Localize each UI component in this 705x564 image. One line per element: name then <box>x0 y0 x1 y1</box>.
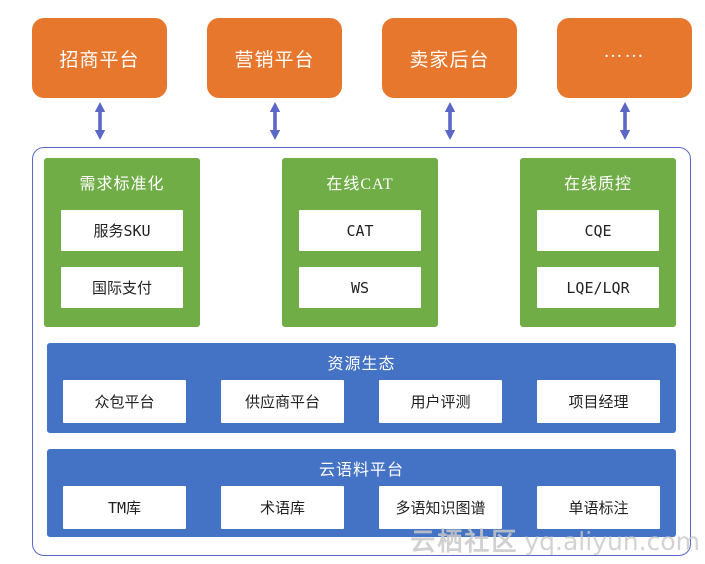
platform-box-merchant-recruitment: 招商平台 <box>32 18 167 98</box>
connector-arrows-row <box>32 102 692 140</box>
platform-label: 招商平台 <box>59 49 140 71</box>
bidirectional-arrow-icon <box>619 102 630 140</box>
module-item: CQE <box>537 210 659 251</box>
panel-item: 项目经理 <box>537 380 660 423</box>
module-item: WS <box>299 267 421 308</box>
translation-platform-container: 需求标准化 服务SKU 国际支付 在线CAT CAT WS 在线质控 CQE L… <box>32 147 691 556</box>
module-requirement-standardization: 需求标准化 服务SKU 国际支付 <box>44 158 200 327</box>
platform-label: …… <box>603 41 646 62</box>
bidirectional-arrow-icon <box>269 102 280 140</box>
bidirectional-arrow-icon <box>94 102 105 140</box>
module-title: 需求标准化 <box>79 176 165 193</box>
panel-cloud-corpus: 云语料平台 TM库 术语库 多语知识图谱 单语标注 <box>47 449 676 537</box>
panel-item: 用户评测 <box>379 380 502 423</box>
module-online-cat: 在线CAT CAT WS <box>282 158 438 327</box>
module-item: 国际支付 <box>61 267 183 308</box>
module-item: CAT <box>299 210 421 251</box>
panel-item: 供应商平台 <box>221 380 344 423</box>
platform-box-more: …… <box>557 18 692 98</box>
module-title: 在线质控 <box>563 176 632 193</box>
panel-title: 云语料平台 <box>318 462 404 479</box>
panel-item: 单语标注 <box>537 486 660 529</box>
panel-resource-ecosystem: 资源生态 众包平台 供应商平台 用户评测 项目经理 <box>47 343 676 433</box>
module-title: 在线CAT <box>326 176 394 193</box>
panel-title: 资源生态 <box>327 356 396 373</box>
platform-box-seller-backend: 卖家后台 <box>382 18 517 98</box>
module-item: 服务SKU <box>61 210 183 251</box>
external-platforms-row: 招商平台 营销平台 卖家后台 …… <box>32 18 692 98</box>
panel-item: TM库 <box>63 486 186 529</box>
module-online-quality-control: 在线质控 CQE LQE/LQR <box>520 158 676 327</box>
platform-label: 卖家后台 <box>409 49 490 71</box>
panel-item: 多语知识图谱 <box>379 486 502 529</box>
platform-box-marketing: 营销平台 <box>207 18 342 98</box>
panel-item: 术语库 <box>221 486 344 529</box>
bidirectional-arrow-icon <box>444 102 455 140</box>
platform-label: 营销平台 <box>234 49 315 71</box>
panel-item: 众包平台 <box>63 380 186 423</box>
green-modules-row: 需求标准化 服务SKU 国际支付 在线CAT CAT WS 在线质控 CQE L… <box>44 158 676 327</box>
module-item: LQE/LQR <box>537 267 659 308</box>
